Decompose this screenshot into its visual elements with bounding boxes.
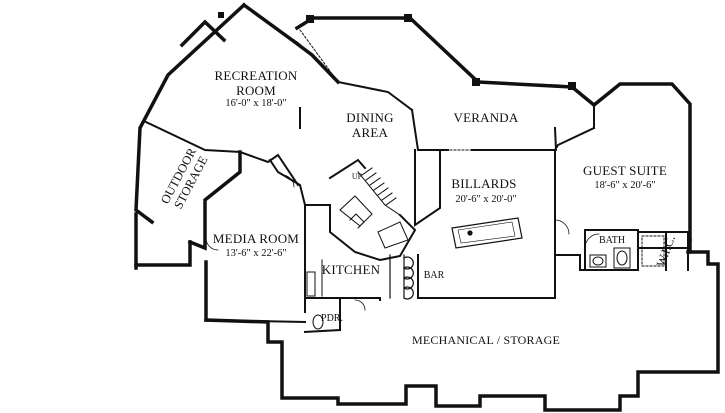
door-swings [205, 174, 600, 311]
dining-area-name-line1: DINING [346, 110, 394, 125]
interior-walls [144, 80, 691, 334]
window-lines [139, 4, 691, 151]
mechanical-storage-label: MECHANICAL / STORAGE [411, 333, 561, 347]
bar-counter [389, 254, 414, 300]
recreation-room-name-line2: ROOM [236, 82, 276, 98]
recreation-room-name-line1: RECREATION [214, 68, 298, 83]
corner-posts [218, 12, 576, 90]
recreation-room-dims: 16'-0" x 18'-0" [225, 98, 287, 109]
pdr-fixture [312, 314, 324, 330]
veranda-label: VERANDA [453, 110, 519, 125]
billiard-table [451, 217, 523, 249]
dining-area-label: DINING AREA [346, 110, 394, 141]
recreation-room-label: RECREATION ROOM [214, 68, 298, 99]
billards-label: BILLARDS [451, 176, 517, 191]
bath-fixtures [589, 235, 665, 269]
exterior-walls [134, 2, 720, 412]
stairs-up-label: UP [351, 172, 363, 181]
pdr-label: PDR. [321, 313, 343, 324]
media-room-label: MEDIA ROOM [212, 231, 300, 246]
stairs [339, 167, 409, 249]
kitchen-counters [306, 259, 323, 297]
dining-area-name-line2: AREA [351, 124, 389, 140]
billards-dims: 20'-6" x 20'-0" [455, 194, 517, 205]
kitchen-label: KITCHEN [321, 262, 381, 277]
bath-label: BATH [598, 235, 626, 246]
media-room-dims: 13'-6" x 22'-6" [225, 248, 287, 259]
bar-label: BAR [423, 270, 445, 281]
guest-suite-dims: 18'-6" x 20'-6" [594, 180, 656, 191]
guest-suite-label: GUEST SUITE [583, 163, 667, 178]
